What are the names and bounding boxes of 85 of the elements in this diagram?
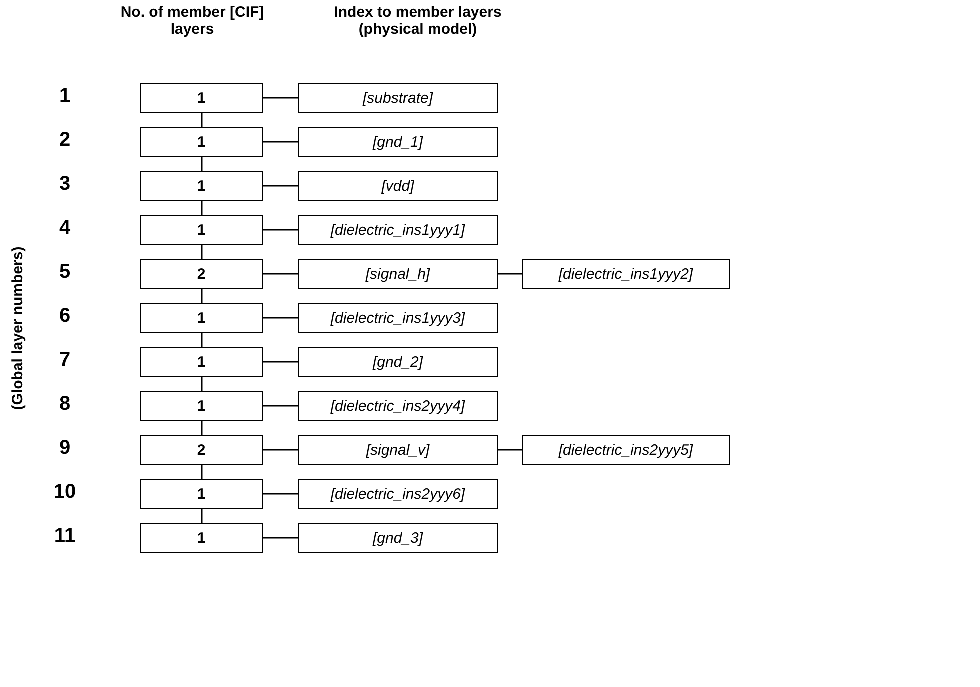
layer-label: 2 [197,442,206,458]
layer-index-box [298,347,498,377]
connector-line [201,333,203,347]
connector-line [263,537,298,539]
connector-line [201,201,203,215]
layer-index-box [298,215,498,245]
connector-line [263,405,298,407]
layer-index-box [298,171,498,201]
layer-label: [dielectric_ins2yyy6] [330,486,466,502]
connector-line [263,141,298,143]
count-box [140,435,263,465]
layer-index-box [298,435,498,465]
layer-index-box [298,391,498,421]
layer-number: 9 [58,437,72,460]
count-box [140,523,263,553]
layer-label: [substrate] [362,90,434,106]
count-box [140,171,263,201]
layer-label: [dielectric_ins1yyy2] [558,266,694,282]
connector-line [263,449,298,451]
layer-number: 4 [58,217,72,240]
layer-label: [gnd_3] [372,530,424,546]
layer-number: 2 [58,129,72,152]
layer-index-box [298,523,498,553]
connector-line [263,493,298,495]
layer-label: [dielectric_ins1yyy1] [330,222,466,238]
layer-index-box [298,83,498,113]
layer-label: [vdd] [382,178,414,194]
axis-title: (Global layer numbers) [10,246,26,412]
layer-label: [gnd_1] [372,134,424,150]
connector-line [263,361,298,363]
layer-label: 1 [197,90,206,106]
layer-label: 1 [197,134,206,150]
count-box [140,259,263,289]
connector-line [263,229,298,231]
count-box [140,215,263,245]
connector-line [201,465,203,479]
layer-label: [dielectric_ins2yyy5] [558,442,694,458]
layer-number: 10 [52,481,78,504]
connector-line [201,421,203,435]
layer-number: 6 [58,305,72,328]
layer-number: 11 [53,525,77,548]
layer-label: 1 [197,354,206,370]
column-header: Index to member layers (physical model) [333,4,503,38]
layer-number: 1 [58,85,72,108]
layer-number: 5 [58,261,72,284]
layer-label: 2 [197,266,206,282]
connector-line [498,449,522,451]
connector-line [263,317,298,319]
layer-index-box [298,259,498,289]
count-box [140,303,263,333]
connector-line [263,97,298,99]
layer-number: 3 [58,173,72,196]
layer-index-box [298,127,498,157]
count-box [140,127,263,157]
layer-label: 1 [197,178,206,194]
connector-line [201,377,203,391]
connector-line [201,289,203,303]
column-header: No. of member [CIF] layers [120,4,266,38]
layer-index-box [298,479,498,509]
layer-label: 1 [197,530,206,546]
layer-label: 1 [197,398,206,414]
layer-label: [gnd_2] [372,354,424,370]
layer-label: [dielectric_ins1yyy3] [330,310,466,326]
layer-label: 1 [197,222,206,238]
connector-line [201,157,203,171]
layer-label: [dielectric_ins2yyy4] [330,398,466,414]
count-box [140,83,263,113]
layer-index-box [522,259,730,289]
count-box [140,479,263,509]
count-box [140,347,263,377]
connector-line [201,113,203,127]
connector-line [201,509,203,523]
count-box [140,391,263,421]
layer-index-box [298,303,498,333]
layer-label: [signal_h] [366,266,430,282]
connector-line [498,273,522,275]
layer-number: 8 [58,393,72,416]
layer-index-box [522,435,730,465]
layer-label: 1 [197,486,206,502]
layer-number: 7 [58,349,72,372]
connector-line [263,273,298,275]
connector-line [201,245,203,259]
layer-label: [signal_v] [366,442,430,458]
connector-line [263,185,298,187]
layer-label: 1 [197,310,206,326]
